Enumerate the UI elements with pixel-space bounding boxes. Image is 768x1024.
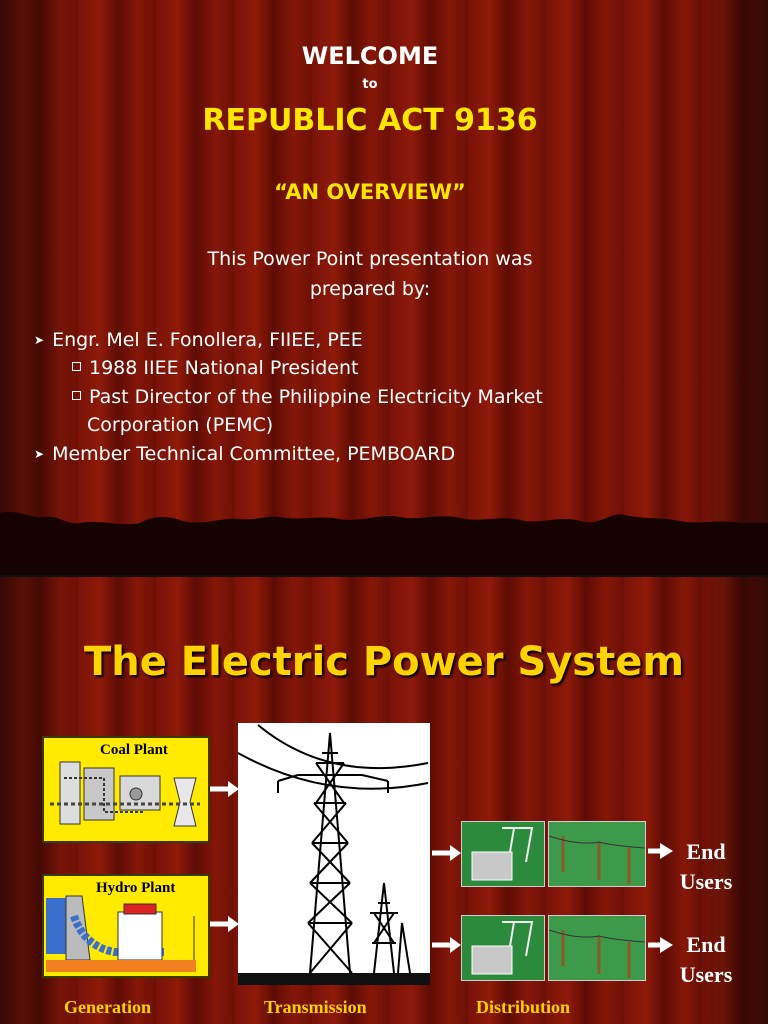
end-users-label-1: End Users [674,837,738,897]
arrow-right-icon [648,935,674,955]
hydro-plant-panel: Hydro Plant [42,874,210,978]
arrow-bullet-icon: ➤ [34,447,44,461]
power-system-title: The Electric Power System [0,639,768,685]
substation-icon [462,916,544,980]
intro-line-1: This Power Point presentation was [0,244,740,274]
distribution-lines-1 [548,821,646,887]
sub-bullet-pemc-cont: Corporation (PEMC) [87,414,273,436]
caption-generation: Generation [64,997,151,1018]
distribution-substation-2 [461,915,545,981]
sub-bullet-pemc: Past Director of the Philippine Electric… [72,386,543,408]
arrow-right-icon [432,935,462,955]
arrow-right-icon [648,841,674,861]
intro-text: This Power Point presentation was prepar… [0,244,740,304]
caption-distribution: Distribution [476,997,570,1018]
welcome-heading: WELCOME [0,42,740,70]
bullet-author: ➤ Engr. Mel E. Fonollera, FIIEE, PEE [34,329,363,351]
end-users-word: End [674,837,738,867]
end-users-word: End [674,930,738,960]
caption-transmission: Transmission [264,997,367,1018]
bullet-text: Member Technical Committee, PEMBOARD [52,443,455,465]
distribution-lines-2 [548,915,646,981]
power-pole-icon [549,822,645,886]
end-users-label-2: End Users [674,930,738,990]
power-pole-icon [549,916,645,980]
distribution-substation-1 [461,821,545,887]
bullet-committee: ➤ Member Technical Committee, PEMBOARD [34,443,455,465]
square-bullet-icon [72,362,81,371]
act-title: REPUBLIC ACT 9136 [0,103,740,138]
arrow-right-icon [432,843,462,863]
stage-floor-silhouette [0,505,768,575]
end-users-word: Users [674,867,738,897]
coal-plant-panel: Coal Plant [42,736,210,843]
end-users-word: Users [674,960,738,990]
hydro-plant-diagram [44,876,208,976]
bullet-text: Past Director of the Philippine Electric… [89,386,543,408]
arrow-bullet-icon: ➤ [34,333,44,347]
coal-plant-diagram [44,738,208,841]
overview-subtitle: “AN OVERVIEW” [0,180,740,204]
square-bullet-icon [72,391,81,400]
tower-icon [238,723,430,985]
bullet-text: Engr. Mel E. Fonollera, FIIEE, PEE [52,329,363,351]
bullet-text: 1988 IIEE National President [89,357,359,379]
arrow-right-icon [210,914,240,934]
slide-power-system: The Electric Power System Coal Plant Hyd… [0,577,768,1024]
substation-icon [462,822,544,886]
sub-bullet-president: 1988 IIEE National President [72,357,359,379]
transmission-tower-image [238,723,430,985]
intro-line-2: prepared by: [0,274,740,304]
arrow-right-icon [210,779,240,799]
slide-welcome: WELCOME to REPUBLIC ACT 9136 “AN OVERVIE… [0,0,768,575]
to-text: to [0,77,740,92]
